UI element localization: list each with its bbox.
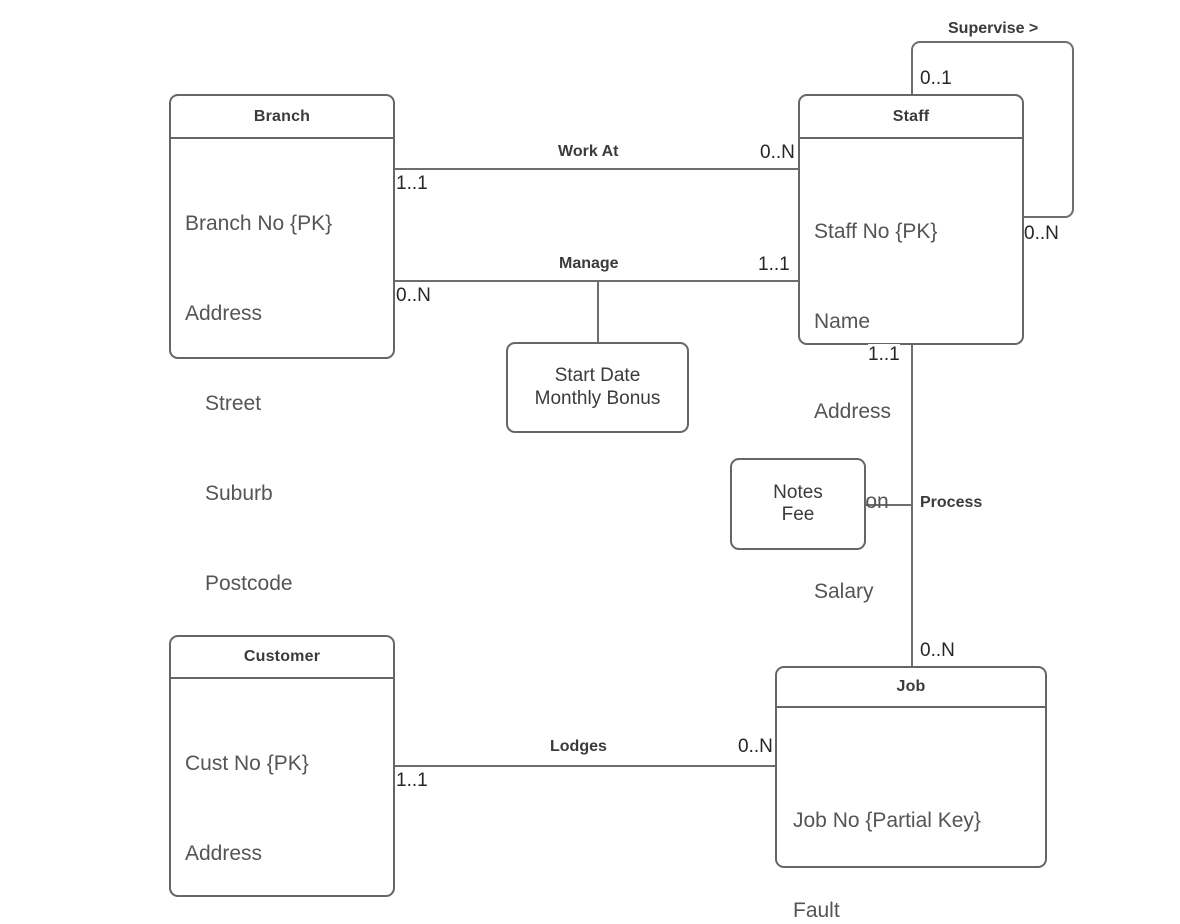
entity-branch[interactable]: Branch Branch No {PK} Address Street Sub…: [169, 94, 395, 684]
entity-job-title: Job: [777, 668, 1045, 708]
process-connector: [911, 345, 913, 666]
relationship-label-lodges: Lodges: [550, 738, 607, 755]
entity-branch-title: Branch: [171, 96, 393, 139]
attribute-item: Address: [185, 302, 263, 325]
entity-staff[interactable]: Staff Staff No {PK} Name Address Positio…: [798, 94, 1024, 602]
cardinality-process-to: 0..N: [920, 640, 955, 662]
attribute-box-line: Start Date: [554, 365, 641, 387]
cardinality-lodges-from: 1..1: [396, 770, 428, 792]
entity-job[interactable]: Job Job No {Partial Key} Fault: [775, 666, 1047, 921]
relationship-label-supervise: Supervise >: [948, 20, 1039, 37]
work-at-connector: [394, 168, 799, 170]
attribute-item: Address: [185, 842, 263, 865]
attribute-item: Postcode: [205, 572, 293, 595]
attribute-box-line: Monthly Bonus: [534, 387, 661, 409]
entity-customer-attributes: Cust No {PK} Address Street Suburb Postc…: [171, 679, 393, 924]
relationship-label-manage: Manage: [559, 255, 619, 272]
attribute-item: Job No {Partial Key}: [793, 809, 981, 832]
cardinality-supervise-from: 0..1: [920, 68, 952, 90]
manage-attribute-connector: [597, 280, 599, 342]
manage-connector: [394, 280, 799, 282]
attribute-box-manage[interactable]: Start Date Monthly Bonus: [506, 342, 689, 433]
attribute-item: Street: [205, 392, 262, 415]
lodges-connector: [394, 765, 776, 767]
attribute-box-line: Fee: [781, 504, 815, 525]
attribute-box-process[interactable]: Notes Fee: [730, 458, 866, 550]
cardinality-process-from: 1..1: [868, 344, 900, 366]
attribute-item: Cust No {PK}: [185, 752, 309, 775]
cardinality-work-at-to: 0..N: [760, 142, 795, 164]
relationship-label-process: Process: [920, 494, 983, 511]
cardinality-lodges-to: 0..N: [738, 736, 773, 758]
attribute-item: Branch No {PK}: [185, 212, 333, 235]
attribute-item: Address: [814, 400, 892, 423]
attribute-item: Name: [814, 310, 871, 333]
supervise-loop-return: [1022, 90, 1074, 218]
attribute-item: Staff No {PK}: [814, 220, 938, 243]
attribute-item: Fault: [793, 899, 840, 922]
attribute-item: Salary: [814, 580, 874, 603]
cardinality-manage-to: 1..1: [758, 254, 790, 276]
cardinality-supervise-to: 0..N: [1024, 223, 1059, 245]
entity-customer[interactable]: Customer Cust No {PK} Address Street Sub…: [169, 635, 395, 897]
process-attribute-connector: [866, 504, 912, 506]
attribute-box-line: Notes: [773, 481, 823, 503]
entity-staff-attributes: Staff No {PK} Name Address Position Sala…: [800, 139, 1022, 671]
entity-customer-title: Customer: [171, 637, 393, 679]
cardinality-work-at-from: 1..1: [396, 173, 428, 195]
supervise-loop-path: [911, 41, 1074, 97]
entity-staff-title: Staff: [800, 96, 1022, 139]
relationship-label-work-at: Work At: [558, 143, 619, 160]
cardinality-manage-from: 0..N: [396, 285, 431, 307]
entity-job-attributes: Job No {Partial Key} Fault: [777, 708, 1045, 924]
attribute-item: Suburb: [205, 482, 273, 505]
